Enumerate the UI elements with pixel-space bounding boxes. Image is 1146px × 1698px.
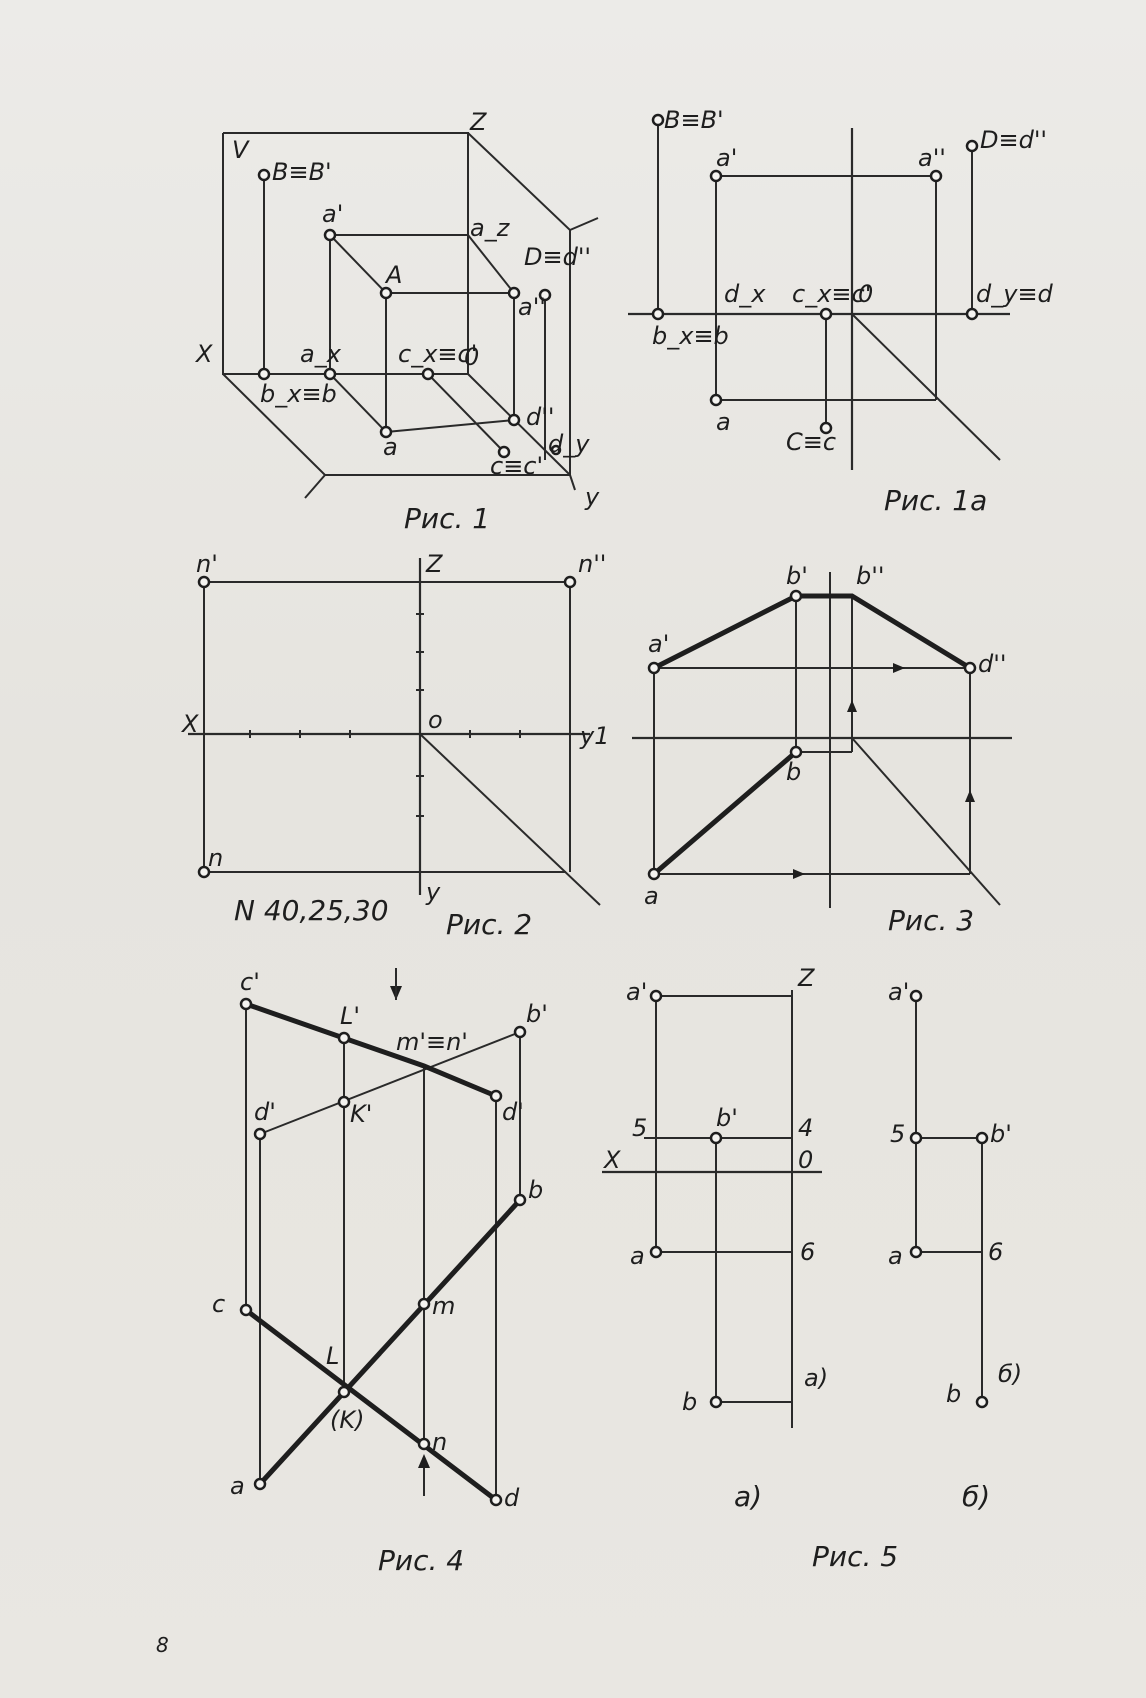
fig5-label-a1: a' bbox=[626, 978, 647, 1006]
fig1-label-a2: a'' bbox=[518, 293, 546, 321]
fig5-label-b1-b: b' bbox=[990, 1120, 1012, 1148]
fig1-label-ax: a_x bbox=[300, 340, 342, 368]
fig1a-label-a: a bbox=[716, 408, 731, 436]
figure-2: n' n'' Z X o y1 n y N 40,25,30 Рис. 2 bbox=[180, 550, 609, 941]
fig3-label-b1: b' bbox=[786, 562, 808, 590]
fig4-label-b1: b' bbox=[526, 1000, 548, 1028]
fig1-label-a: a bbox=[383, 433, 398, 461]
fig5-label-z: Z bbox=[797, 964, 815, 992]
fig3-label-b: b bbox=[786, 758, 801, 786]
fig1-label-az: a_z bbox=[470, 214, 511, 242]
fig4-label-d1: d' bbox=[254, 1098, 276, 1126]
fig1-label-y: y bbox=[584, 483, 600, 511]
figure-1a: B≡B' a' a'' D≡d'' d_x c_x≡c' 0 d_y≡d b_x… bbox=[628, 106, 1054, 517]
figure-3: b' b'' a' d'' b a Рис. 3 bbox=[632, 562, 1012, 937]
fig5-label-b1: b' bbox=[716, 1104, 738, 1132]
fig4-label-m1n1: m'≡n' bbox=[396, 1028, 468, 1056]
fig5-sub-b: б) bbox=[962, 1480, 990, 1513]
fig2-label-y: y bbox=[425, 878, 441, 906]
fig5-sub-a: а) bbox=[734, 1480, 762, 1513]
fig1a-label-bx-b: b_x≡b bbox=[652, 322, 729, 350]
fig4-caption: Рис. 4 bbox=[378, 1544, 464, 1577]
fig1-label-d2: d'' bbox=[526, 403, 554, 431]
fig4-label-c1: c' bbox=[240, 968, 260, 996]
fig5-caption: Рис. 5 bbox=[812, 1540, 898, 1573]
fig4-label-l1: L' bbox=[340, 1002, 360, 1030]
fig1-label-v: V bbox=[232, 136, 250, 164]
fig4-label-d1-right: d' bbox=[502, 1098, 524, 1126]
fig4-label-b: b bbox=[528, 1176, 543, 1204]
fig5-label-a1-b: a' bbox=[888, 978, 909, 1006]
fig5-label-6-b: 6 bbox=[988, 1238, 1003, 1266]
fig5-label-a: a bbox=[630, 1242, 645, 1270]
fig5-label-b: b bbox=[682, 1388, 697, 1416]
figure-4: c' L' m'≡n' b' d' K' d' b c m L (K) n a … bbox=[212, 968, 548, 1577]
fig1-label-bx-b: b_x≡b bbox=[260, 380, 337, 408]
figure-5: a' Z 5 b' 4 X 0 a 6 b а) a' 5 b' a 6 b б… bbox=[602, 964, 1022, 1573]
fig1a-label-cx-c1: c_x≡c' bbox=[792, 280, 871, 308]
fig4-label-l: L bbox=[326, 1342, 339, 1370]
fig2-label-n1: n' bbox=[196, 550, 218, 578]
fig1-label-b-b1: B≡B' bbox=[272, 158, 332, 186]
fig2-label-n: n bbox=[208, 844, 223, 872]
fig3-label-b2: b'' bbox=[856, 562, 884, 590]
fig1-label-D-d2: D≡d'' bbox=[524, 243, 591, 271]
fig1-label-z: Z bbox=[469, 108, 487, 136]
fig2-note: N 40,25,30 bbox=[234, 894, 389, 927]
fig1a-label-D-d2: D≡d'' bbox=[980, 126, 1047, 154]
fig1a-label-o: 0 bbox=[858, 280, 873, 308]
fig1a-label-dy-d: d_y≡d bbox=[976, 280, 1054, 308]
fig5-label-a-sub: а) bbox=[804, 1364, 828, 1392]
fig2-label-x: X bbox=[180, 710, 199, 738]
fig2-label-y1: y1 bbox=[579, 722, 609, 750]
fig1a-label-a2: a'' bbox=[918, 144, 946, 172]
fig1a-caption: Рис. 1а bbox=[884, 484, 987, 517]
fig3-label-a1: a' bbox=[648, 630, 669, 658]
fig1-label-cx-c1: c_x≡c' bbox=[398, 340, 477, 368]
fig5-label-b-b: b bbox=[946, 1380, 961, 1408]
fig1a-label-a1: a' bbox=[716, 144, 737, 172]
fig1a-label-b-b1: B≡B' bbox=[664, 106, 724, 134]
fig4-label-n: n bbox=[432, 1428, 447, 1456]
fig4-label-c: c bbox=[212, 1290, 225, 1318]
fig1-label-c-c1: c≡c' bbox=[490, 452, 543, 480]
fig4-label-d: d bbox=[504, 1484, 520, 1512]
fig4-label-k: (K) bbox=[330, 1406, 364, 1434]
fig4-label-m: m bbox=[432, 1292, 455, 1320]
fig5-label-6: 6 bbox=[800, 1238, 815, 1266]
fig2-label-o: o bbox=[428, 706, 443, 734]
fig4-label-k1: K' bbox=[350, 1100, 372, 1128]
fig5-label-a-b: a bbox=[888, 1242, 903, 1270]
page-number: 8 bbox=[156, 1633, 169, 1657]
fig1-label-x: X bbox=[194, 340, 213, 368]
fig1-label-A: A bbox=[384, 261, 402, 289]
fig1-label-o: 0 bbox=[464, 343, 479, 371]
figure-1: V Z B≡B' a' a_z A D≡d'' a'' X a_x c_x≡c'… bbox=[194, 108, 600, 535]
fig1-caption: Рис. 1 bbox=[404, 502, 490, 535]
fig1a-label-c-c: C≡c bbox=[786, 428, 836, 456]
fig5-label-5-b: 5 bbox=[890, 1120, 905, 1148]
fig2-caption: Рис. 2 bbox=[446, 908, 532, 941]
fig3-label-d2: d'' bbox=[978, 650, 1006, 678]
fig1a-label-dx: d_x bbox=[724, 280, 766, 308]
fig3-caption: Рис. 3 bbox=[888, 904, 974, 937]
fig5-label-o: 0 bbox=[798, 1146, 813, 1174]
fig4-label-a: a bbox=[230, 1472, 245, 1500]
fig2-label-z: Z bbox=[425, 550, 443, 578]
fig5-label-b-sub: б) bbox=[998, 1360, 1022, 1388]
fig5-label-5: 5 bbox=[632, 1114, 647, 1142]
fig1-label-dy: d_y bbox=[548, 430, 590, 458]
fig2-label-n2: n'' bbox=[578, 550, 606, 578]
fig5-label-x: X bbox=[602, 1146, 621, 1174]
fig3-label-a: a bbox=[644, 882, 659, 910]
fig1-label-a1: a' bbox=[322, 200, 343, 228]
fig5-label-4: 4 bbox=[798, 1114, 813, 1142]
